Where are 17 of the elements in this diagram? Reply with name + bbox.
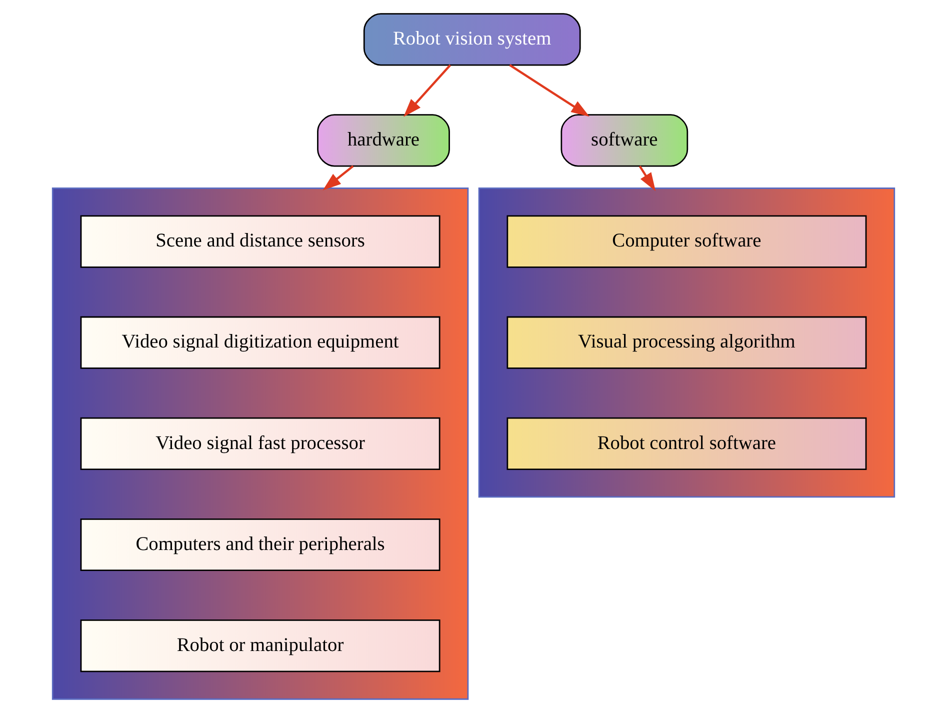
node-box: Robot or manipulator [80,620,440,672]
arrow [638,166,656,192]
node-box: hardware [317,114,450,167]
node-box: software [560,114,688,167]
node-box: Scene and distance sensors [80,215,440,268]
cluster [52,188,469,700]
cluster [478,188,896,498]
node-box: Video signal fast processor [80,417,440,470]
node-box: Robot control software [506,417,867,470]
arrow [322,165,354,190]
node-box: Robot vision system [363,13,581,66]
node-box: Computer software [506,215,867,268]
node-box: Visual processing algorithm [506,316,867,369]
node-box: Video signal digitization equipment [80,316,440,369]
node-box: Computers and their peripherals [80,518,440,572]
arrow [404,64,452,117]
arrow [509,64,590,117]
